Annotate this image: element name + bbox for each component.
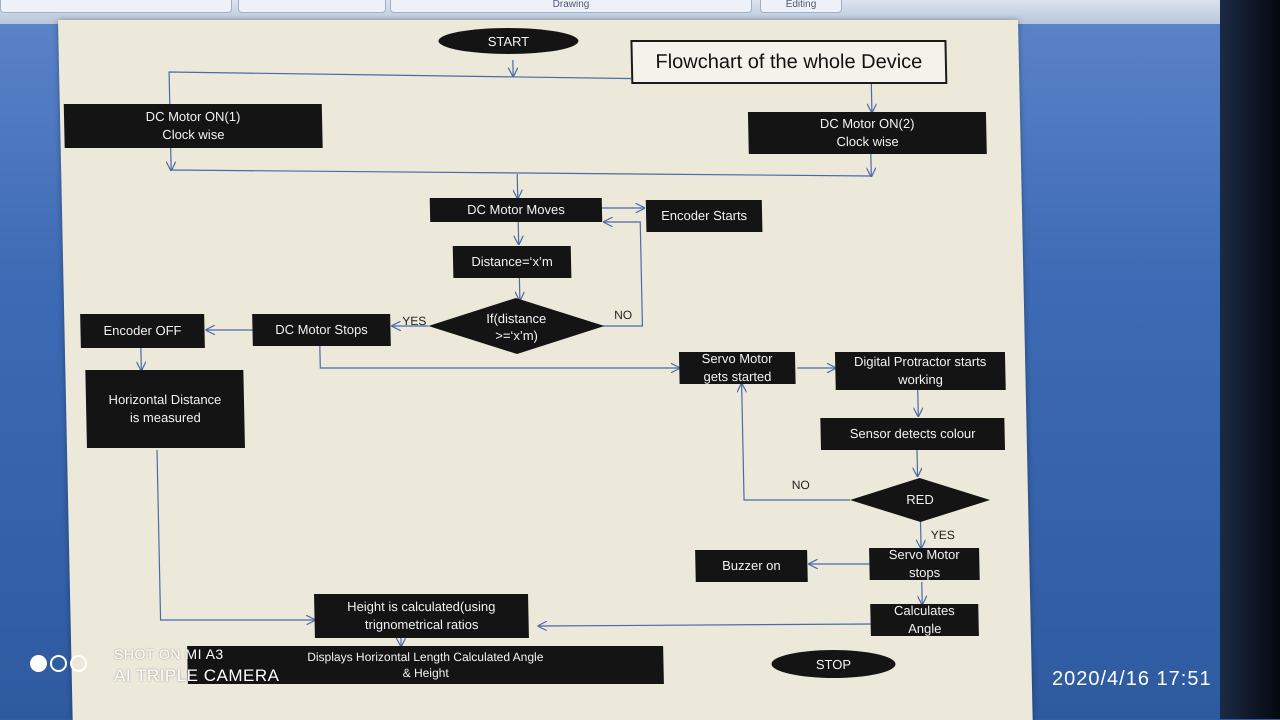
height-box: Height is calculated(using trignometrica…	[314, 594, 529, 638]
protractor-line1: Digital Protractor starts	[854, 353, 987, 371]
horizontal-distance-box: Horizontal Distance is measured	[85, 370, 245, 448]
calc-angle-line2: Angle	[908, 620, 942, 638]
horizontal-distance-line2: is measured	[130, 409, 201, 427]
watermark-line1: SHOT ON MI A3	[114, 646, 224, 662]
watermark-dot	[50, 655, 67, 672]
stop-terminal: STOP	[771, 650, 896, 678]
ribbon-segment	[238, 0, 386, 13]
calc-angle-line1: Calculates	[894, 602, 955, 620]
horizontal-distance-line1: Horizontal Distance	[108, 391, 221, 409]
flowchart-title: Flowchart of the whole Device	[630, 40, 947, 84]
motor-on-1-box: DC Motor ON(1) Clock wise	[64, 104, 323, 148]
buzzer-box: Buzzer on	[695, 550, 808, 582]
yes-label-distance: YES	[402, 314, 426, 328]
protractor-line2: working	[898, 371, 943, 389]
encoder-off-box: Encoder OFF	[80, 314, 205, 348]
decision-red-label: RED	[890, 491, 950, 508]
encoder-starts-box: Encoder Starts	[646, 200, 763, 232]
decision-distance-line2: >=‘x’m)	[468, 327, 564, 344]
display-line2: & Height	[402, 665, 448, 681]
servo-stops-box: Servo Motor stops	[869, 548, 980, 580]
motor-stops-box: DC Motor Stops	[252, 314, 391, 346]
watermark-dot	[30, 655, 47, 672]
watermark-line2: AI TRIPLE CAMERA	[114, 666, 279, 686]
photo-timestamp: 2020/4/16 17:51	[1052, 668, 1212, 691]
sensor-box: Sensor detects colour	[820, 418, 1005, 450]
decision-distance-line1: If(distance	[468, 310, 564, 327]
height-line1: Height is calculated(using	[347, 598, 496, 616]
motor-on-2-box: DC Motor ON(2) Clock wise	[748, 112, 987, 154]
servo-started-line2: gets started	[703, 368, 771, 386]
no-label-distance: NO	[614, 308, 632, 322]
motor-moves-box: DC Motor Moves	[430, 198, 603, 222]
protractor-box: Digital Protractor starts working	[835, 352, 1006, 390]
ribbon-group-drawing[interactable]: Drawing	[390, 0, 752, 13]
motor-on-2-line2: Clock wise	[836, 133, 899, 151]
flowchart-slide: Flowchart of the whole Device START DC M…	[58, 20, 1033, 720]
ribbon-editing-label: Editing	[786, 0, 817, 10]
motor-on-1-line2: Clock wise	[162, 126, 225, 144]
height-line2: trignometrical ratios	[365, 616, 479, 634]
ribbon-drawing-label: Drawing	[553, 0, 590, 10]
servo-started-box: Servo Motor gets started	[679, 352, 796, 384]
calc-angle-box: Calculates Angle	[870, 604, 979, 636]
motor-on-2-line1: DC Motor ON(2)	[820, 115, 915, 133]
motor-on-1-line1: DC Motor ON(1)	[146, 108, 241, 126]
yes-label-red: YES	[931, 528, 955, 542]
distance-box: Distance=‘x’m	[453, 246, 572, 278]
start-terminal: START	[438, 28, 579, 54]
ribbon-group-editing[interactable]: Editing	[760, 0, 842, 13]
ribbon-segment	[0, 0, 232, 13]
decision-distance-label: If(distance >=‘x’m)	[468, 310, 565, 344]
monitor-bezel	[1220, 0, 1280, 719]
watermark-dot	[70, 655, 87, 672]
servo-started-line1: Servo Motor	[702, 350, 773, 368]
display-line1: Displays Horizontal Length Calculated An…	[307, 649, 543, 665]
no-label-red: NO	[792, 478, 810, 492]
servo-stops-line2: stops	[909, 564, 940, 582]
servo-stops-line1: Servo Motor	[889, 546, 960, 564]
